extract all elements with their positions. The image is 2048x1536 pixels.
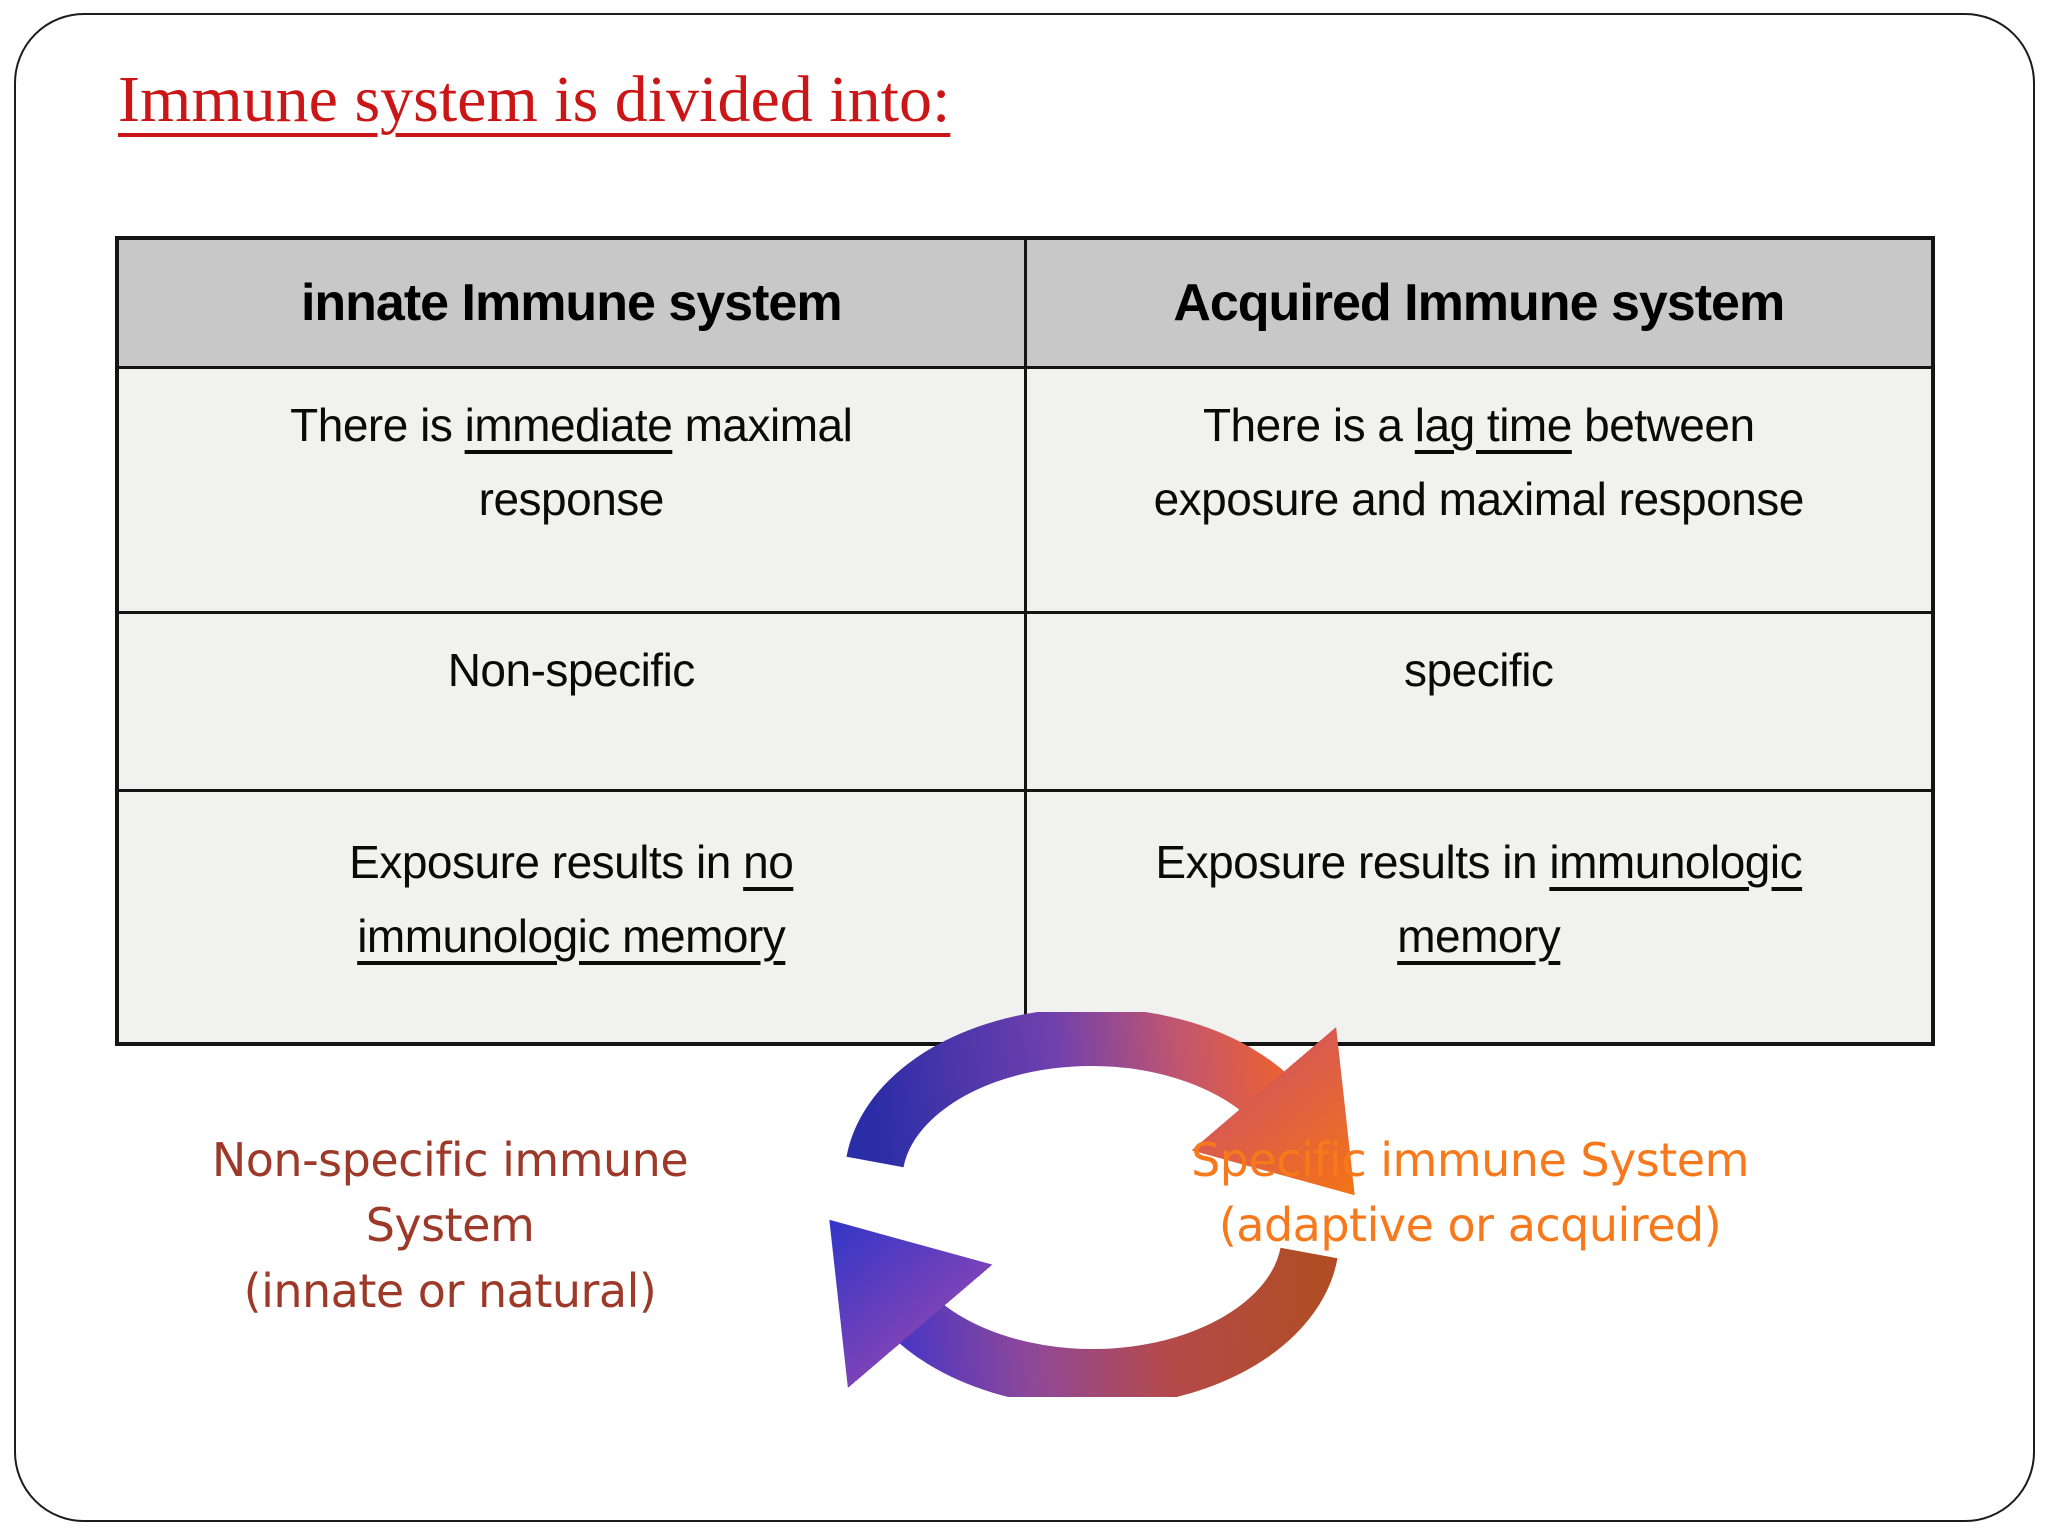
label-line: (innate or natural) [243,1263,657,1318]
table-row: Non-specific specific [115,611,1935,792]
cell-acquired-specificity: specific [1023,611,1935,792]
label-line: Non-specific immune System [211,1133,689,1253]
label-nonspecific-system: Non-specific immune System (innate or na… [130,1128,770,1324]
cell-acquired-response: There is a lag time between exposure and… [1023,366,1935,614]
cell-innate-response: There is immediate maximal response [115,366,1027,614]
cycle-arrows-icon [829,1012,1355,1397]
table-row: Exposure results in no immunologic memor… [115,789,1935,1046]
header-acquired: Acquired Immune system [1023,236,1935,369]
header-innate: innate Immune system [115,236,1027,369]
table-row: There is immediate maximal response Ther… [115,366,1935,614]
label-line: (adaptive or acquired) [1218,1198,1722,1253]
slide-title: Immune system is divided into: [118,63,951,136]
cell-innate-memory: Exposure results in no immunologic memor… [115,789,1027,1046]
table-header-row: innate Immune system Acquired Immune sys… [115,236,1935,369]
cycle-bottom-arrow [829,1219,1338,1397]
immune-comparison-table: innate Immune system Acquired Immune sys… [115,236,1935,1046]
label-specific-system: Specific immune System (adaptive or acqu… [1150,1128,1790,1259]
cycle-top-arrow [846,1012,1355,1196]
label-line: Specific immune System [1191,1133,1749,1187]
cell-acquired-memory: Exposure results in immunologic memory [1023,789,1935,1046]
cell-innate-specificity: Non-specific [115,611,1027,792]
